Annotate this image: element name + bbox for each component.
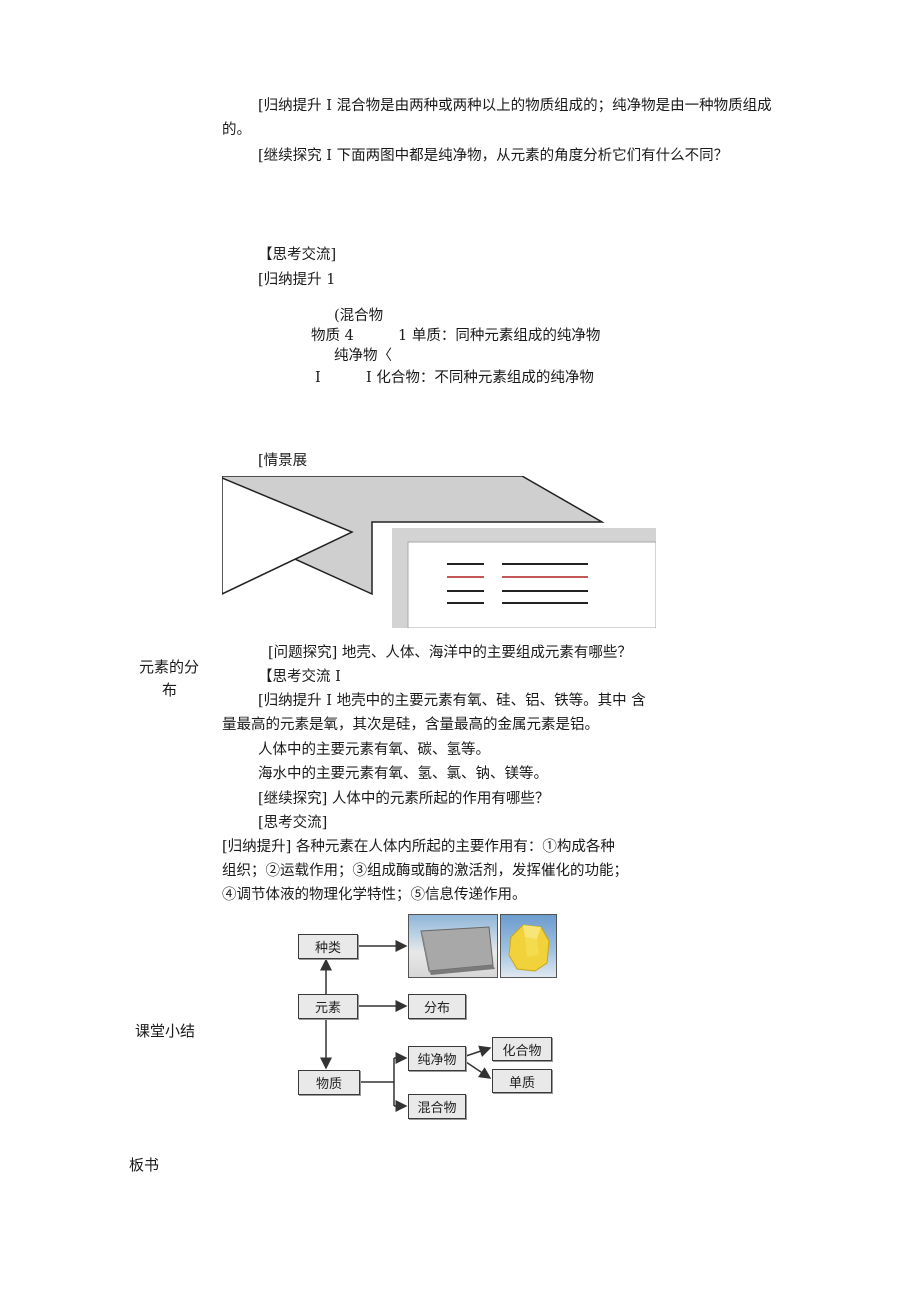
class-bar: I <box>315 370 321 386</box>
summary-role-line1: [归纳提升] 各种元素在人体内所起的主要作用有：①构成各种 <box>222 839 615 855</box>
question-explore: [问题探究] 地壳、人体、海洋中的主要组成元素有哪些？ <box>268 645 632 661</box>
continue-explore-role: [继续探究] 人体中的元素所起的作用有哪些？ <box>258 791 550 807</box>
sulfur-shape <box>508 924 550 972</box>
metal-sheet-shape <box>420 926 495 975</box>
class-pure: 纯净物〈 <box>334 348 392 364</box>
sea-elements: 海水中的主要元素有氧、氢、氯、钠、镁等。 <box>258 766 548 782</box>
scene-illustration <box>222 476 656 628</box>
summary-mixture-line2: 的。 <box>222 122 251 138</box>
sidebar-element-distribution: 元素的分 <box>139 658 200 676</box>
summary-heading-1: [归纳提升 1 <box>258 272 336 288</box>
photo-metal-sheet <box>408 914 498 978</box>
body-elements: 人体中的主要元素有氧、碳、氢等。 <box>258 742 490 758</box>
summary-role-line3: ④调节体液的物理化学特性；⑤信息传递作用。 <box>222 887 527 903</box>
class-compound: I 化合物：不同种元素组成的纯净物 <box>366 370 594 386</box>
diagram-box-pure: 纯净物 <box>408 1046 466 1071</box>
class-mixture: (混合物 <box>334 308 384 324</box>
summary-role-line2: 组织；②运载作用；③组成酶或酶的激活剂，发挥催化的功能； <box>222 863 628 879</box>
sidebar-blackboard: 板书 <box>129 1156 160 1174</box>
summary-mixture-line1: [归纳提升 I 混合物是由两种或两种以上的物质组成的；纯净物是由一种物质组成 <box>258 98 772 114</box>
diagram-box-element: 元素 <box>298 994 358 1019</box>
sidebar-class-summary: 课堂小结 <box>135 1022 196 1040</box>
diagram-box-kind: 种类 <box>298 934 358 959</box>
class-substance: 物质 4 <box>311 328 354 344</box>
scene-show: [情景展 <box>258 453 308 469</box>
diagram-box-substance: 物质 <box>298 1070 360 1095</box>
photo-sulfur <box>500 914 557 978</box>
sidebar-element-distribution-2: 布 <box>162 681 178 699</box>
think-exchange-3: [思考交流] <box>258 815 328 831</box>
think-exchange-1: 【思考交流] <box>258 247 337 263</box>
diagram-box-simple: 单质 <box>492 1069 552 1093</box>
diagram-box-mixture: 混合物 <box>408 1094 466 1119</box>
class-simple-substance: 1 单质：同种元素组成的纯净物 <box>398 328 601 344</box>
continue-explore-pure: [继续探究 I 下面两图中都是纯净物，从元素的角度分析它们有什么不同？ <box>258 148 729 164</box>
think-exchange-2: 【思考交流 I <box>258 669 341 685</box>
summary-crust-line2: 量最高的元素是氧，其次是硅，含量最高的金属元素是铝。 <box>222 717 599 733</box>
diagram-box-compound: 化合物 <box>492 1037 552 1061</box>
diagram-connectors <box>320 940 492 1112</box>
summary-crust-line1: [归纳提升 I 地壳中的主要元素有氧、硅、铝、铁等。其中 含 <box>258 693 646 709</box>
diagram-box-distribution: 分布 <box>408 994 466 1019</box>
